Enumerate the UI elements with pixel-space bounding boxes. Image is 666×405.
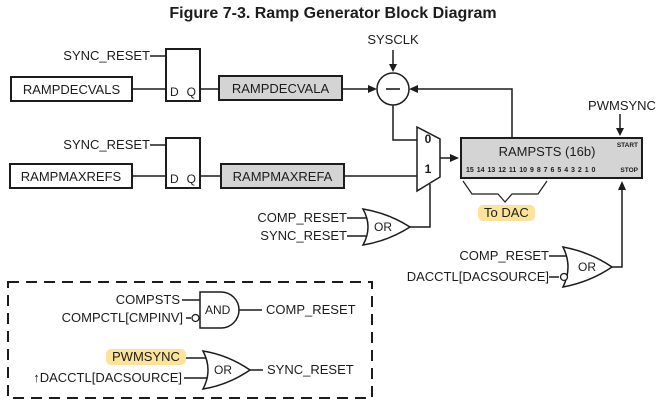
inverter-bubble-cmpinv	[191, 313, 200, 323]
comp-reset-label-mid: COMP_RESET	[257, 210, 347, 225]
arrowhead-sysclk	[389, 64, 397, 72]
wire-subtractor-mux0	[392, 105, 417, 141]
dacctl-dacsource-legend-label: ↑DACCTL[DACSOURCE]	[20, 371, 182, 385]
sync-reset-label-row1: SYNC_RESET	[63, 48, 150, 63]
wire-ormid-mux-select	[410, 184, 431, 228]
arrowhead-or-stop	[618, 181, 626, 190]
ff-d-label: D	[170, 85, 179, 99]
or-gate-mid	[361, 208, 412, 246]
rampdecvals-register: RAMPDECVALS	[10, 76, 133, 102]
arrowhead-into-subtractor-right	[409, 85, 418, 93]
ff-q-label: Q	[186, 172, 196, 186]
or-gate-legend	[201, 350, 252, 390]
wire-feedback-rampsts-subtractor	[418, 88, 513, 137]
pwmsync-legend-label: PWMSYNC	[106, 349, 186, 365]
comp-reset-label-right: COMP_RESET	[459, 248, 549, 263]
mux-input-1-label: 1	[424, 162, 432, 176]
arrowhead-pwmsync-start	[616, 128, 624, 136]
rampsts-start-label: START	[616, 142, 638, 149]
flipflop-row2: D Q	[165, 137, 201, 189]
compsts-label: COMPSTS	[115, 292, 180, 307]
and-gate-legend	[199, 291, 240, 329]
and-gate-label: AND	[205, 303, 231, 317]
legend-dashed-box	[7, 281, 373, 399]
rampsts-register: RAMPSTS (16b) 15 14 13 12 11 10 9 8 7 6 …	[460, 137, 643, 179]
bits-brace	[462, 180, 548, 203]
wire-orright-stop	[612, 190, 623, 268]
dacctl-dacsource-label-right: DACCTL[DACSOURCE]	[406, 269, 549, 284]
sync-reset-label-mid: SYNC_RESET	[260, 228, 347, 243]
figure-title: Figure 7-3. Ramp Generator Block Diagram	[169, 5, 497, 22]
comp-reset-output-label: COMP_RESET	[266, 302, 356, 317]
sync-reset-output-label: SYNC_RESET	[267, 362, 354, 377]
rampmaxrefa-register: RAMPMAXREFA	[220, 163, 345, 189]
or-gate-right-label: OR	[578, 260, 596, 274]
rampsts-stop-label: STOP	[620, 167, 638, 174]
pwmsync-label: PWMSYNC	[588, 98, 656, 113]
mux-input-0-label: 0	[424, 132, 432, 146]
arrowhead-into-subtractor-left	[368, 85, 377, 93]
or-gate-right	[561, 245, 614, 289]
to-dac-label: To DAC	[478, 205, 535, 221]
flipflop-row1: D Q	[165, 48, 201, 102]
or-gate-legend-label: OR	[214, 363, 232, 377]
dacctl-dacsource-legend-text: DACCTL[DACSOURCE]	[39, 370, 182, 385]
rampsts-title: RAMPSTS (16b)	[498, 144, 596, 159]
mux-body	[416, 125, 441, 193]
sync-reset-label-row2: SYNC_RESET	[63, 137, 150, 152]
compctl-cmpinv-label: COMPCTL[CMPINV]	[61, 310, 183, 325]
rampmaxrefs-register: RAMPMAXREFS	[9, 163, 133, 189]
or-gate-mid-label: OR	[374, 220, 392, 234]
ff-q-label: Q	[186, 85, 196, 99]
rampsts-bit-numbers: 15 14 13 12 11 10 9 8 7 6 5 4 3 2 1 0	[466, 167, 596, 174]
sysclk-label: SYSCLK	[367, 32, 419, 47]
rampdecvala-register: RAMPDECVALA	[218, 75, 343, 101]
ff-d-label: D	[170, 172, 179, 186]
rising-edge-arrow-icon: ↑	[33, 370, 40, 385]
arrowhead-mux-to-rampsts	[450, 154, 459, 162]
inverter-bubble-dacsource	[559, 272, 569, 282]
